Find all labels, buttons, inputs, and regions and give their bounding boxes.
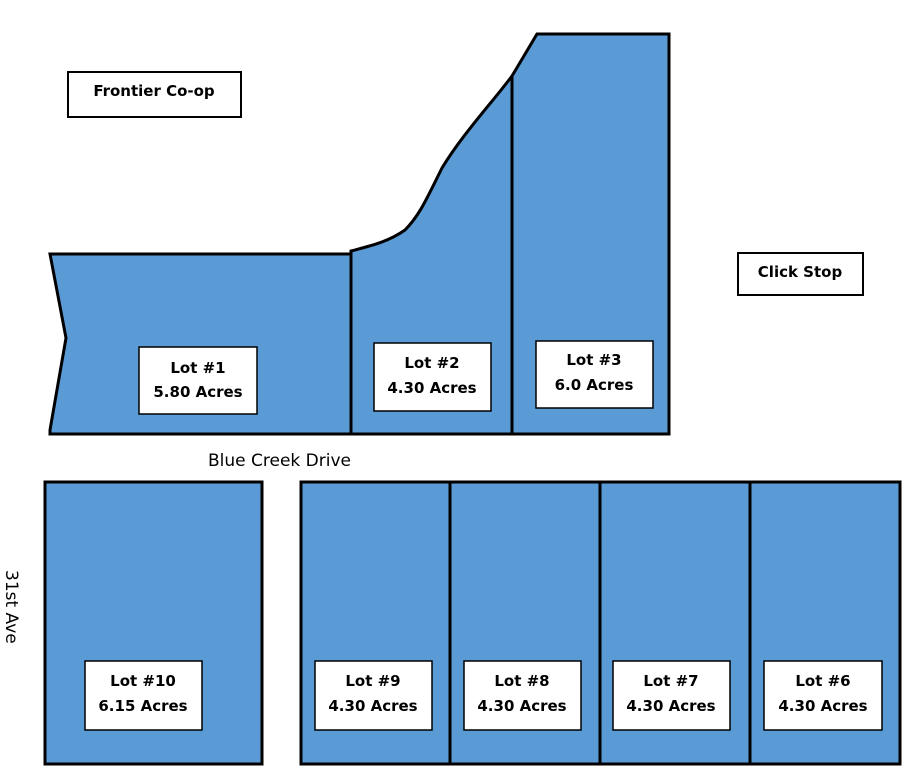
- lot-1-acres: 5.80 Acres: [153, 383, 242, 401]
- lot-6-acres: 4.30 Acres: [778, 697, 867, 715]
- parcel-lot-3[interactable]: [510, 32, 671, 436]
- lot-9-name: Lot #9: [345, 672, 400, 690]
- lot-9-label: Lot #9 4.30 Acres: [314, 660, 433, 731]
- lot-3-name: Lot #3: [566, 351, 621, 369]
- lot-2-label: Lot #2 4.30 Acres: [373, 342, 492, 412]
- lot-6-name: Lot #6: [795, 672, 850, 690]
- lot-3-label: Lot #3 6.0 Acres: [535, 340, 654, 409]
- lot-7-name: Lot #7: [643, 672, 698, 690]
- lot-3-acres: 6.0 Acres: [555, 376, 634, 394]
- landmark-frontier-label: Frontier Co-op: [93, 82, 215, 100]
- lot-7-acres: 4.30 Acres: [626, 697, 715, 715]
- landmark-clickstop-label: Click Stop: [758, 263, 843, 281]
- street-blue-creek-drive: Blue Creek Drive: [208, 451, 351, 471]
- lot-6-label: Lot #6 4.30 Acres: [763, 660, 883, 731]
- lot-9-acres: 4.30 Acres: [328, 697, 417, 715]
- lot-2-name: Lot #2: [404, 354, 459, 372]
- lot-1-name: Lot #1: [170, 359, 225, 377]
- lot-8-label: Lot #8 4.30 Acres: [463, 660, 582, 731]
- lot-10-label: Lot #10 6.15 Acres: [84, 660, 203, 731]
- lot-7-label: Lot #7 4.30 Acres: [612, 660, 731, 731]
- landmark-frontier-coop: Frontier Co-op: [67, 71, 242, 118]
- lot-10-name: Lot #10: [110, 672, 176, 690]
- lot-8-name: Lot #8: [494, 672, 549, 690]
- lot-1-label: Lot #1 5.80 Acres: [138, 346, 258, 415]
- lot-8-acres: 4.30 Acres: [477, 697, 566, 715]
- lot-2-acres: 4.30 Acres: [387, 379, 476, 397]
- lot-10-acres: 6.15 Acres: [98, 697, 187, 715]
- street-31st-ave: 31st Ave: [1, 570, 21, 644]
- landmark-click-stop: Click Stop: [737, 252, 864, 296]
